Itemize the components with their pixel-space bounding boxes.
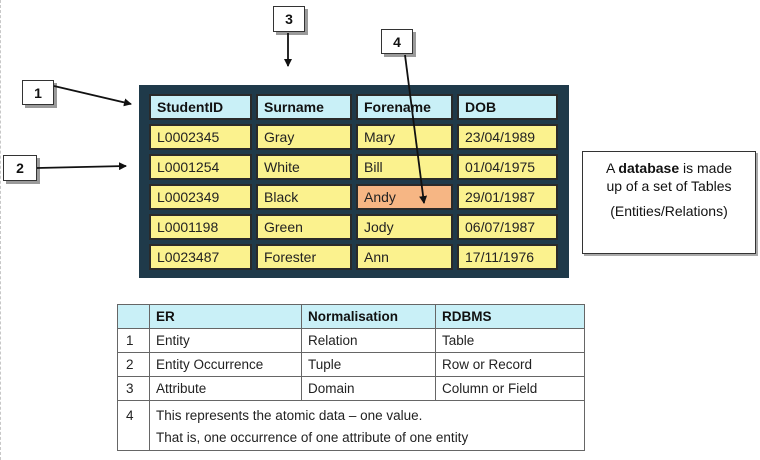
header-forename: Forename (356, 94, 453, 120)
row-number: 4 (117, 400, 150, 451)
arrow-4 (404, 54, 428, 204)
cell-rdbms: Column or Field (435, 376, 585, 401)
row-number: 2 (117, 352, 150, 377)
cell-forename: Mary (356, 124, 453, 150)
database-note: A database is made up of a set of Tables… (582, 151, 756, 254)
header-number (117, 304, 150, 329)
cell-surname: Forester (256, 244, 352, 270)
page-edge (0, 0, 2, 460)
note-prefix: A (605, 160, 619, 176)
atomic-data-note: This represents the atomic data – one va… (149, 400, 585, 451)
note-suffix: is made (679, 160, 733, 176)
cell-dob: 17/11/1976 (457, 244, 558, 270)
cell-rdbms: Table (435, 328, 585, 353)
row-number: 1 (117, 328, 150, 353)
cell-surname: Green (256, 214, 352, 240)
cell-forename-highlighted: Andy (356, 184, 453, 210)
student-table-frame: StudentID Surname Forename DOB L0002345 … (139, 85, 569, 278)
table-row: 4 This represents the atomic data – one … (117, 400, 585, 451)
cell-surname: Gray (256, 124, 352, 150)
table-row: 3 Attribute Domain Column or Field (117, 376, 585, 401)
cell-forename: Ann (356, 244, 453, 270)
cell-dob: 29/01/1987 (457, 184, 558, 210)
cell-dob: 23/04/1989 (457, 124, 558, 150)
table-row: L0002345 Gray Mary 23/04/1989 (149, 124, 558, 150)
atomic-note-line-2: That is, one occurrence of one attribute… (156, 430, 469, 445)
cell-forename: Jody (356, 214, 453, 240)
table-row: L0023487 Forester Ann 17/11/1976 (149, 244, 558, 270)
student-table-header: StudentID Surname Forename DOB (149, 94, 558, 120)
row-number: 3 (117, 376, 150, 401)
header-er: ER (149, 304, 302, 329)
arrow-2 (36, 162, 127, 171)
table-row: L0001198 Green Jody 06/07/1987 (149, 214, 558, 240)
cell-dob: 06/07/1987 (457, 214, 558, 240)
cell-studentid: L0023487 (149, 244, 252, 270)
callout-3: 3 (273, 6, 305, 32)
student-table: StudentID Surname Forename DOB L0002345 … (145, 90, 562, 274)
note-line-3: (Entities/Relations) (610, 203, 728, 219)
note-bold-word: database (618, 160, 680, 176)
table-row: L0001254 White Bill 01/04/1975 (149, 154, 558, 180)
header-surname: Surname (256, 94, 352, 120)
callout-1: 1 (22, 80, 54, 105)
cell-er: Attribute (149, 376, 302, 401)
cell-studentid: L0001198 (149, 214, 252, 240)
cell-dob: 01/04/1975 (457, 154, 558, 180)
cell-surname: White (256, 154, 352, 180)
note-line-2: up of a set of Tables (606, 178, 732, 194)
atomic-note-line-1: This represents the atomic data – one va… (156, 408, 423, 423)
cell-studentid: L0002345 (149, 124, 252, 150)
arrow-1 (53, 85, 132, 107)
table-row: 1 Entity Relation Table (117, 328, 585, 353)
header-dob: DOB (457, 94, 558, 120)
cell-surname: Black (256, 184, 352, 210)
table-row: L0002349 Black Andy 29/01/1987 (149, 184, 558, 210)
header-rdbms: RDBMS (435, 304, 585, 329)
callout-2: 2 (3, 155, 37, 181)
cell-rdbms: Row or Record (435, 352, 585, 377)
cell-forename: Bill (356, 154, 453, 180)
callout-4: 4 (381, 29, 413, 54)
cell-studentid: L0001254 (149, 154, 252, 180)
header-studentid: StudentID (149, 94, 252, 120)
cell-studentid: L0002349 (149, 184, 252, 210)
cell-er: Entity Occurrence (149, 352, 302, 377)
terminology-table: ER Normalisation RDBMS 1 Entity Relation… (117, 304, 585, 451)
